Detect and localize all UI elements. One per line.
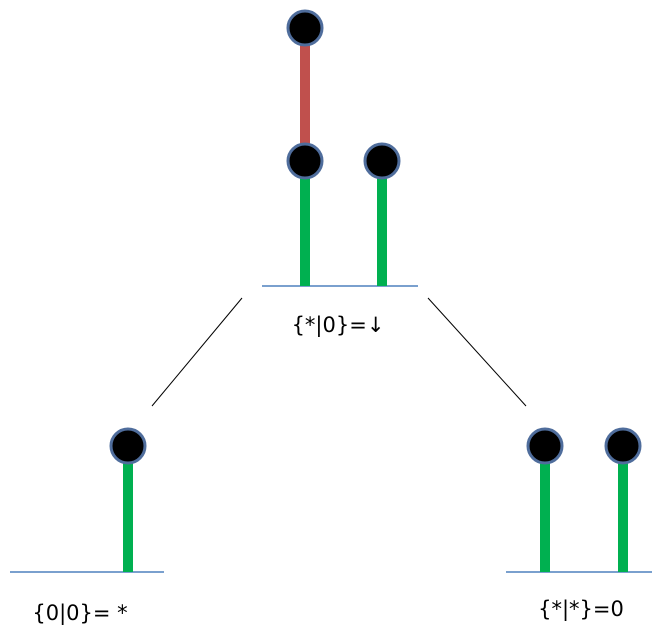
node-dot [286,142,324,180]
position-label-top: {*|0}=↓ [292,313,385,338]
node-dot [526,427,564,465]
position-label-right: {*|*}=0 [538,597,624,622]
position-left: {0|0}= * [10,427,164,626]
position-label-left: {0|0}= * [32,601,127,626]
move-line-top-to-right [427,297,527,407]
position-top: {*|0}=↓ [262,9,418,338]
node-dot [363,142,401,180]
position-right: {*|*}=0 [506,427,652,622]
node-dot [286,9,324,47]
node-dot [109,427,147,465]
move-line-top-to-left [151,297,243,407]
node-dot [604,427,642,465]
